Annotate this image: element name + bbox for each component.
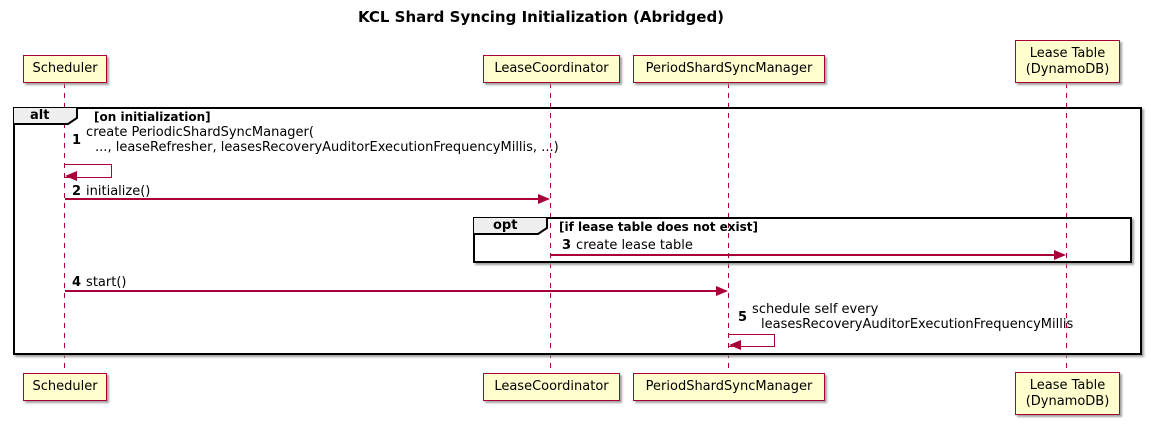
- message-2-text: initialize(): [86, 184, 151, 199]
- participant-label: Scheduler: [32, 379, 98, 394]
- participant-sublabel: (DynamoDB): [1025, 393, 1110, 409]
- message-3-number: 3: [562, 238, 572, 253]
- participant-label: LeaseCoordinator: [494, 379, 609, 394]
- message-4: 4 start(): [72, 275, 126, 290]
- participant-lease-table-top: Lease Table (DynamoDB): [1015, 40, 1120, 83]
- alt-frame-condition: [on initialization]: [94, 110, 211, 124]
- message-5-text-line1: schedule self every: [752, 302, 879, 317]
- participant-label: Lease Table: [1029, 377, 1106, 393]
- message-4-arrow: [65, 290, 717, 292]
- message-5-self-arrow: [729, 334, 775, 347]
- message-1: 1 create PeriodicShardSyncManager( ..., …: [72, 125, 559, 155]
- participant-label: PeriodShardSyncManager: [645, 61, 813, 76]
- alt-frame: alt [on initialization]: [13, 107, 1142, 355]
- diagram-title: KCL Shard Syncing Initialization (Abridg…: [357, 8, 725, 26]
- message-5-text-line2: leasesRecoveryAuditorExecutionFrequencyM…: [761, 317, 1074, 332]
- opt-frame-condition: [if lease table does not exist]: [559, 220, 759, 234]
- message-2: 2 initialize(): [72, 184, 150, 199]
- message-3-text: create lease table: [576, 238, 693, 253]
- message-3-arrow: [551, 254, 1055, 256]
- participant-sublabel: (DynamoDB): [1025, 61, 1110, 77]
- message-3: 3 create lease table: [562, 238, 693, 253]
- participant-lease-table-bottom: Lease Table (DynamoDB): [1015, 372, 1120, 415]
- message-2-arrow: [65, 198, 539, 200]
- lifeline-scheduler: [64, 83, 65, 373]
- message-3-arrowhead: [1054, 250, 1066, 260]
- message-4-arrowhead: [716, 286, 728, 296]
- message-2-number: 2: [72, 184, 82, 199]
- message-1-text-line1: create PeriodicShardSyncManager(: [86, 125, 314, 140]
- message-5-number: 5: [738, 309, 748, 325]
- message-1-text-line2: ..., leaseRefresher, leasesRecoveryAudit…: [95, 140, 559, 155]
- participant-label: LeaseCoordinator: [494, 61, 609, 76]
- message-4-text: start(): [86, 275, 127, 290]
- participant-label: PeriodShardSyncManager: [645, 379, 813, 394]
- alt-frame-pentagon: [13, 107, 78, 125]
- message-5-arrowhead: [729, 340, 741, 350]
- alt-frame-label: alt: [30, 108, 50, 123]
- participant-leasecoordinator-top: LeaseCoordinator: [483, 55, 620, 83]
- lifeline-lease-table: [1066, 83, 1067, 373]
- participant-periodshardsyncmanager-top: PeriodShardSyncManager: [633, 55, 825, 83]
- participant-scheduler-top: Scheduler: [23, 55, 107, 83]
- participant-leasecoordinator-bottom: LeaseCoordinator: [483, 373, 620, 401]
- message-1-self-arrow: [65, 164, 112, 178]
- lifeline-periodshardsyncmanager: [728, 83, 729, 373]
- opt-frame-label: opt: [493, 218, 518, 233]
- message-1-arrowhead: [65, 171, 77, 181]
- opt-frame: opt [if lease table does not exist]: [473, 217, 1132, 263]
- message-2-arrowhead: [538, 194, 550, 204]
- participant-periodshardsyncmanager-bottom: PeriodShardSyncManager: [633, 373, 825, 401]
- message-1-number: 1: [72, 132, 82, 148]
- lifeline-leasecoordinator: [550, 83, 551, 373]
- message-4-number: 4: [72, 275, 82, 290]
- participant-label: Scheduler: [32, 61, 98, 76]
- opt-frame-pentagon: [473, 217, 548, 235]
- participant-scheduler-bottom: Scheduler: [23, 373, 107, 401]
- message-5: 5 schedule self every leasesRecoveryAudi…: [738, 302, 1073, 332]
- participant-label: Lease Table: [1029, 45, 1106, 61]
